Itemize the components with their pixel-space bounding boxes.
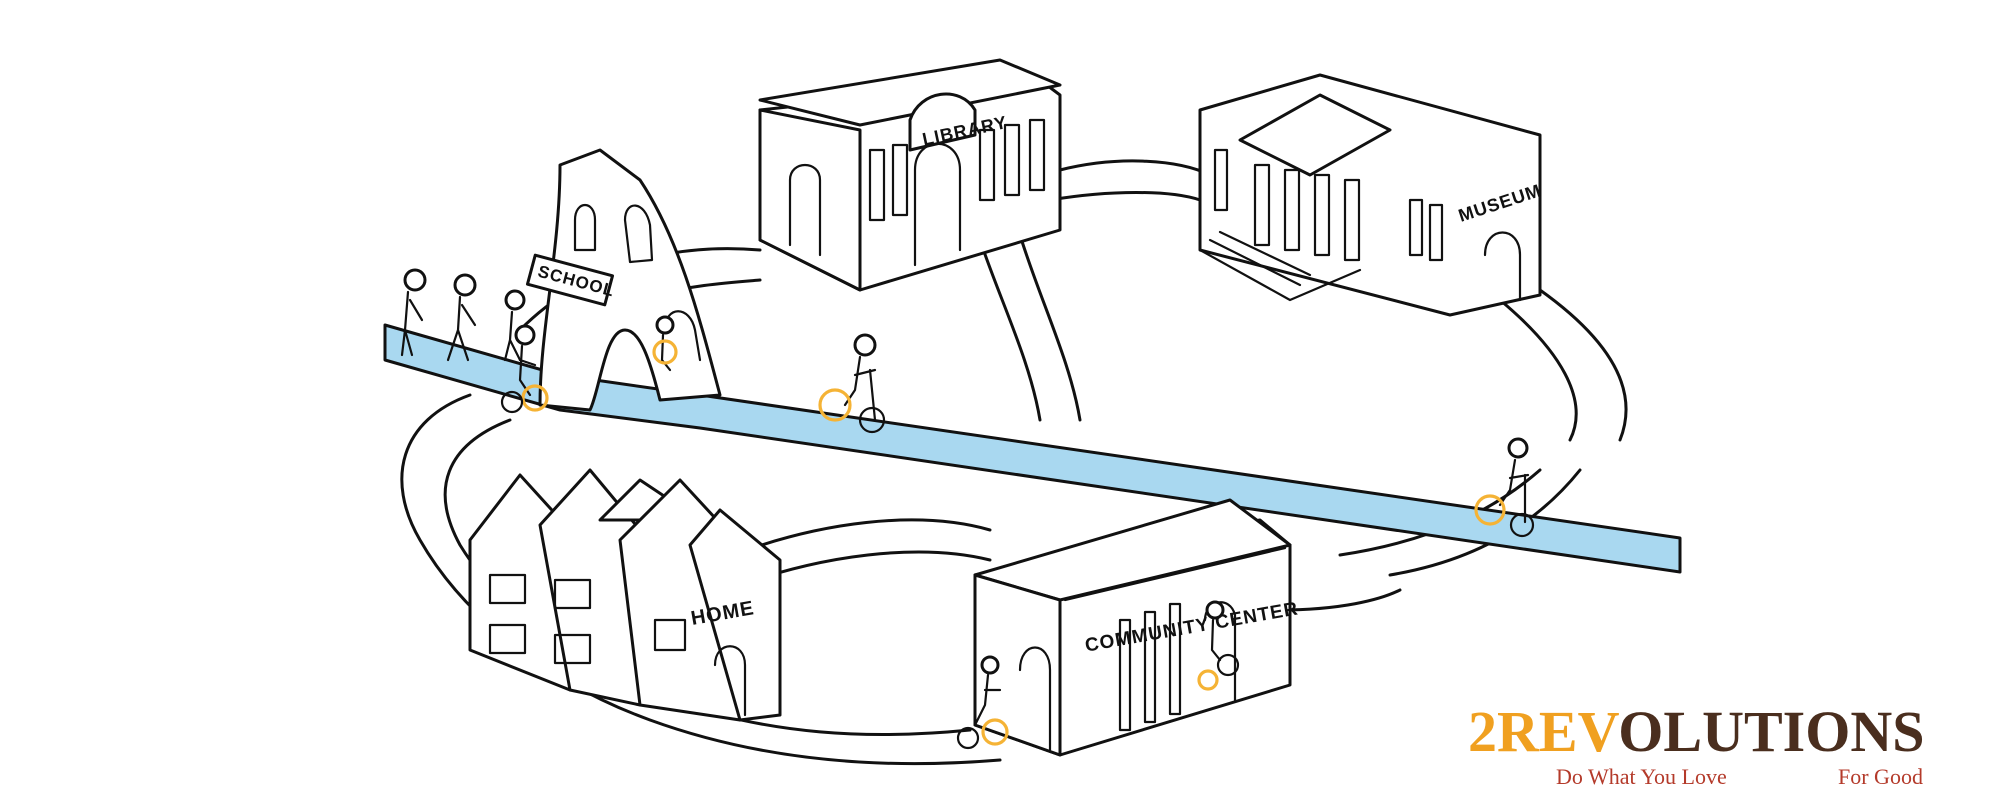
logo-part-a: 2REV <box>1468 699 1619 764</box>
bike-wheel <box>1474 494 1506 526</box>
library-building: LIBRARY <box>758 58 1062 292</box>
bike-wheel <box>1197 669 1219 691</box>
cyclist-5 <box>1197 600 1240 691</box>
logo-part-b: OLUTIONS <box>1618 699 1925 764</box>
museum-building: MUSEUM <box>1198 73 1544 317</box>
bike-wheel <box>981 718 1009 746</box>
cyclist-1 <box>500 324 549 414</box>
logo-tagline-right: For Good <box>1838 764 1923 789</box>
school-building: SCHOOL <box>525 148 722 412</box>
bike-wheel <box>652 339 678 365</box>
cyclist-3 <box>1474 437 1535 538</box>
home-buildings: HOME <box>468 468 782 722</box>
bike-lane <box>383 323 1682 574</box>
logo-tagline-left: Do What You Love <box>1556 764 1727 789</box>
logo-wordmark: 2REVOLUTIONS <box>1468 700 1925 764</box>
bike-wheel <box>818 388 852 422</box>
bike-wheel <box>521 384 549 412</box>
cyclist-2 <box>818 333 886 434</box>
community-center-building: COMMUNITY CENTER <box>973 498 1300 757</box>
pedestrians <box>400 268 526 362</box>
cyclist-6 <box>652 315 678 372</box>
cyclists <box>500 315 1535 750</box>
2revolutions-logo: 2REVOLUTIONS Do What You Love For Good <box>1468 700 1988 800</box>
cyclist-4 <box>956 655 1009 750</box>
